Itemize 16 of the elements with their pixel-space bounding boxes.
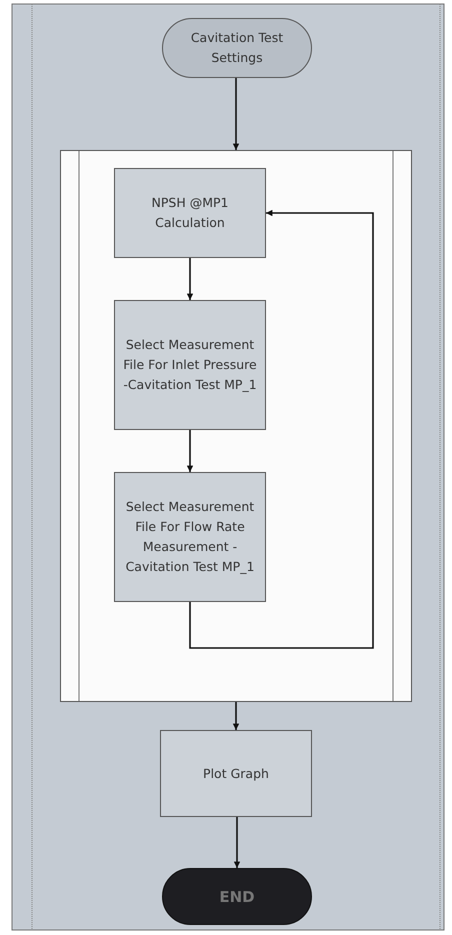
- process-box: [114, 168, 266, 258]
- node-label: Select Measurement File For Inlet Pressure -Cavitation Test MP_1: [122, 336, 258, 394]
- arrow: [234, 817, 240, 868]
- node-label: NPSH @MP1 Calculation: [150, 194, 230, 232]
- node-label: Select Measurement File For Flow Rate Measurement -Cavitation Test MP_1: [124, 498, 256, 576]
- node-label: Plot Graph: [203, 764, 269, 783]
- process-box: [160, 730, 312, 817]
- arrow: [186, 430, 194, 472]
- process-box: [114, 300, 266, 430]
- arrow: [232, 702, 240, 730]
- arrow: [232, 78, 240, 150]
- node-label: Cavitation Test Settings: [190, 29, 284, 67]
- node-label: END: [219, 886, 255, 906]
- process-box: [114, 472, 266, 602]
- arrow: [189, 210, 374, 649]
- arrow: [186, 258, 194, 300]
